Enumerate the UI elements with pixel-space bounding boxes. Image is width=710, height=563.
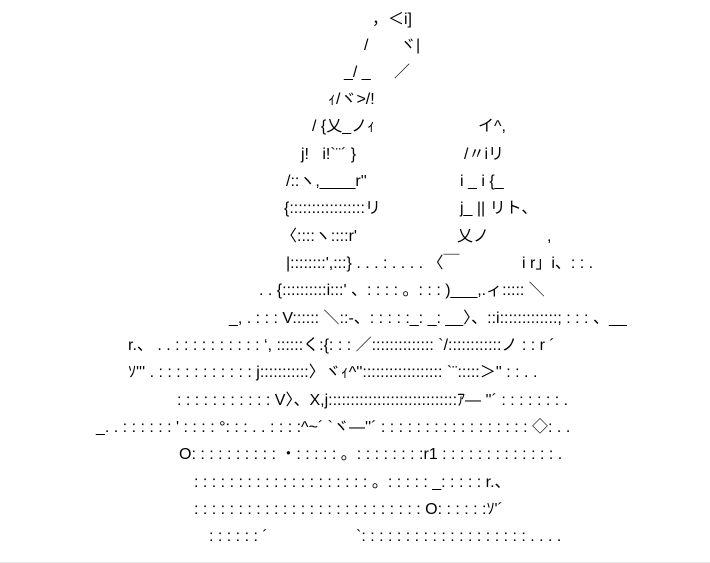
art-line-7a: /::ヽ,____r'' <box>286 173 367 190</box>
art-line-5a: / {乂_ノｨ <box>312 118 376 135</box>
art-line-4: ｨ/ヾ>/! <box>328 91 375 108</box>
art-line-7b: i _ i {_ <box>460 173 504 190</box>
art-line-12: _, . : : : V:::::: ＼::-、: : : : :_: _: _… <box>229 310 627 327</box>
art-line-20a: : : : : : : ´ <box>209 528 268 545</box>
art-line-19: : : : : : : : : : : : : : : : : : : : : … <box>194 501 503 518</box>
art-line-9b: 乂ノ <box>457 228 490 245</box>
art-line-6b: /〃iリ <box>464 146 505 163</box>
art-line-15: : : : : : : : : : : : V〉、X,j::::::::::::… <box>177 392 569 409</box>
art-line-8b: j_ || リト、 <box>460 200 538 217</box>
art-line-2b: ヾ| <box>400 37 421 54</box>
art-line-14: ｿ''' . : : : : : : : : : : : j::::::::::… <box>128 364 538 381</box>
art-line-16: _. . : : : : : : ' : : : : °: : : . . : … <box>96 419 571 436</box>
art-line-2a: / <box>364 37 369 54</box>
art-line-3b: ／ <box>394 64 411 81</box>
art-line-5b: イ^, <box>478 118 506 135</box>
art-line-10b: i r」i、: : . <box>522 255 594 272</box>
art-line-1: ，＜i] <box>372 11 413 28</box>
art-line-9c: , <box>547 228 552 245</box>
art-line-8a: {:::::::::::::::::リ <box>284 200 381 217</box>
art-line-13: r.、 . . : : : : : : : : : : ‘, ::::::く:{… <box>128 337 555 354</box>
art-line-6a: j! i!`¨´ } <box>301 146 357 163</box>
art-line-3a: _/ _ <box>344 64 371 81</box>
art-line-17: O: : : : : : : : : : ・: : : : : 。: : : :… <box>179 446 563 463</box>
art-line-9a: 〈::::ヽ::::r' <box>281 228 357 245</box>
art-line-11: . . {::::::::::i:::' 、: : : : 。: : : )__… <box>259 282 545 299</box>
art-line-20b: `: : : : : : : : : : : : : : : : : : : .… <box>356 528 562 545</box>
art-line-10a: |::::::::',:::} . . . : . . . . 〈￣ <box>286 255 460 272</box>
art-line-18: : : : : : : : : : : : : : : : : : : : : … <box>194 474 511 491</box>
